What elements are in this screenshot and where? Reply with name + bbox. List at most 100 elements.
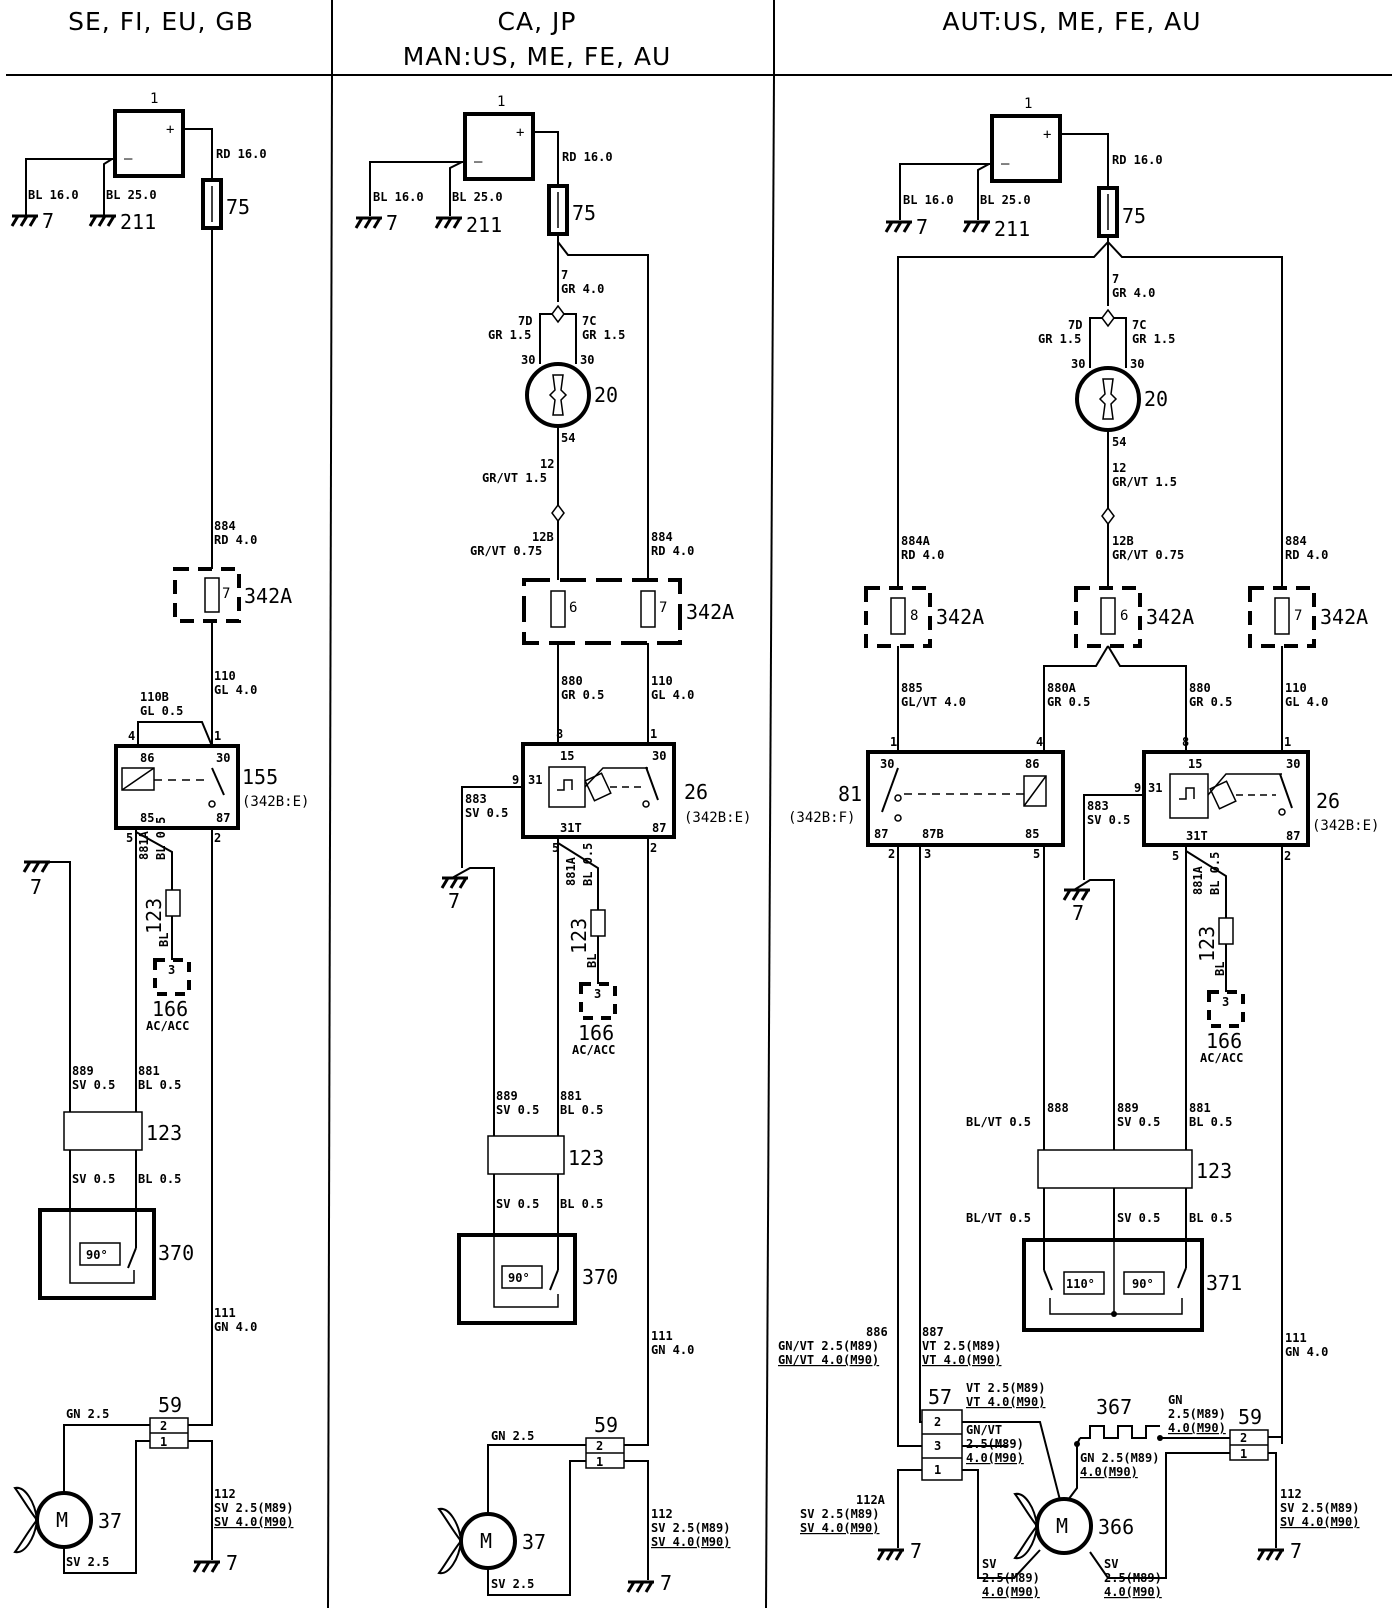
pin-label: 2	[596, 1439, 603, 1453]
wire-label: SV 4.0(M90)	[651, 1535, 730, 1549]
fuse-label: 75	[572, 201, 596, 225]
wire-label: BL 25.0	[106, 188, 157, 202]
pin-label: 1	[650, 727, 657, 741]
fuse-label: 75	[226, 195, 250, 219]
connector-123	[63, 1111, 143, 1151]
wire-label: GR 1.5	[488, 328, 531, 342]
wire-label: GR 4.0	[561, 282, 604, 296]
resistor-label: 367	[1096, 1395, 1132, 1419]
wire-label: GL 4.0	[1285, 695, 1328, 709]
wire-label: 2.5(M89)	[966, 1437, 1024, 1451]
pin-label: 2	[650, 841, 657, 855]
pin-label: 2	[888, 847, 895, 861]
pin-label: 4	[128, 729, 135, 743]
switch-label: 20	[1144, 387, 1168, 411]
relay-label: 81	[838, 782, 862, 806]
fuse-number: 7	[1294, 608, 1302, 624]
pin-label: 3	[924, 847, 931, 861]
pin-label: 12B	[532, 530, 554, 544]
connector-label: 59	[594, 1413, 618, 1437]
fuse-box-label: 342A	[244, 584, 292, 608]
wire-label: 881	[138, 1064, 160, 1078]
wire-label: 111	[651, 1329, 673, 1343]
ac-sublabel: AC/ACC	[1200, 1051, 1243, 1065]
ground-icon	[434, 216, 464, 230]
wire-label: 888	[1047, 1101, 1069, 1115]
column-header-2: CA, JP MAN:US, ME, FE, AU	[322, 4, 752, 74]
pin-label: 7C	[1132, 318, 1146, 332]
ground-label: 7	[1072, 901, 1084, 925]
pin-label: 1	[890, 735, 897, 749]
wire-label: 4.0(M90)	[1168, 1421, 1226, 1435]
pin-label: 1	[1284, 735, 1291, 749]
pin-label: 3	[1222, 995, 1229, 1009]
wire-label: SV 2.5(M89)	[651, 1521, 730, 1535]
pin-label: 87	[1286, 829, 1300, 843]
pin-label: 30	[652, 749, 666, 763]
connector-123	[1218, 917, 1234, 945]
header-text: AUT:US, ME, FE, AU	[942, 7, 1202, 36]
wire-label: SV 4.0(M90)	[800, 1521, 879, 1535]
wire-label: BL 0.5	[154, 817, 168, 860]
pin-label: 5	[1033, 847, 1040, 861]
pin-label: 87	[216, 811, 230, 825]
battery	[463, 112, 535, 181]
ground-icon	[1062, 888, 1092, 902]
thermo-label: 370	[582, 1265, 618, 1289]
pin-label: 3	[594, 987, 601, 1001]
wire-label: GN 4.0	[651, 1343, 694, 1357]
wire-label: BL 0.5	[1189, 1211, 1232, 1225]
motor-symbol: M	[1056, 1514, 1068, 1538]
wire-label: 887	[922, 1325, 944, 1339]
relay-note: (342B:E)	[242, 794, 309, 810]
wire-label: 880	[1189, 681, 1211, 695]
pin-label: 86	[1025, 757, 1039, 771]
relay-note: (342B:E)	[684, 810, 751, 826]
header-text: CA, JP	[497, 7, 577, 36]
wire-label: 884	[1285, 534, 1307, 548]
pin-label: 9	[1134, 781, 1141, 795]
thermo-label: 370	[158, 1241, 194, 1265]
battery-minus: –	[474, 154, 483, 170]
wire-label: GN	[1168, 1393, 1182, 1407]
pin-label: 54	[1112, 435, 1126, 449]
wire-label: 2.5(M89)	[1104, 1571, 1162, 1585]
wire-label: SV 2.5(M89)	[214, 1501, 293, 1515]
wire-label: GN 2.5	[491, 1429, 534, 1443]
pin-label: 30	[1286, 757, 1300, 771]
wire-label: GL 4.0	[651, 688, 694, 702]
wire-label: GR 0.5	[1047, 695, 1090, 709]
pin-label: 30	[1130, 357, 1144, 371]
connector-123	[165, 889, 181, 917]
pin-label: 12	[540, 457, 554, 471]
connector-label: 123	[146, 1121, 182, 1145]
wire-label: GL 4.0	[214, 683, 257, 697]
wire-label: GR/VT 1.5	[482, 471, 547, 485]
relay-26	[521, 742, 676, 839]
wire-label: RD 4.0	[1285, 548, 1328, 562]
wire-label: SV 2.5	[491, 1577, 534, 1591]
wire-label: 885	[901, 681, 923, 695]
pin-label: 85	[140, 811, 154, 825]
fuse-number: 6	[569, 600, 577, 616]
ground-label: 211	[120, 210, 156, 234]
wire-label: RD 16.0	[1112, 153, 1163, 167]
fuse-number: 7	[659, 600, 667, 616]
pin-label: 31	[528, 773, 542, 787]
pin-label: 15	[1188, 757, 1202, 771]
pin-label: 1	[160, 1435, 167, 1449]
ground-label: 7	[42, 209, 54, 233]
wire-label: SV 0.5	[496, 1197, 539, 1211]
pin-label: 30	[580, 353, 594, 367]
pin-label: 5	[126, 831, 133, 845]
battery-label: 1	[497, 94, 505, 110]
wire-label: BL 0.5	[1208, 852, 1222, 895]
motor-label: 37	[522, 1530, 546, 1554]
column-2-circuit: 1 + – RD 16.0 BL 16.0 BL 25.0 7 211 75 7…	[354, 94, 751, 1596]
fuse-box-label: 342A	[936, 605, 984, 629]
ground-label: 7	[916, 215, 928, 239]
wire-label: VT 2.5(M89)	[966, 1381, 1045, 1395]
wire-label: 111	[214, 1306, 236, 1320]
ac-label: 166	[1206, 1029, 1242, 1053]
ground-icon	[1256, 1548, 1286, 1562]
